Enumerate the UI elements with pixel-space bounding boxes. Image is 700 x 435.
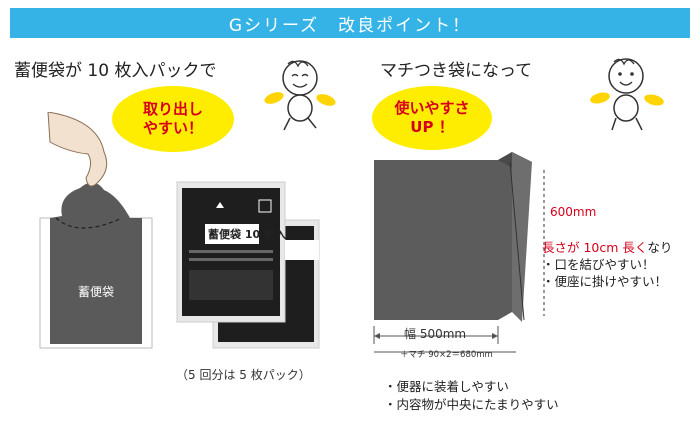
bag-label: 蓄便袋 <box>78 285 115 299</box>
bottom-point-1: ・便器に装着しやすい <box>384 379 509 394</box>
right-heading: マチつき袋になって <box>380 61 533 81</box>
right-badge-line2: UP ！ <box>410 118 454 136</box>
held-bag-illustration <box>39 112 153 349</box>
banner-title: Gシリーズ 改良ポイント！ <box>228 15 472 36</box>
right-badge: 使いやすさ UP ！ <box>372 86 492 150</box>
left-caption: （5 回分は 5 枚パック） <box>176 368 311 382</box>
length-note: 長さが 10cm 長くなり <box>542 239 672 256</box>
gusset-bag-diagram <box>373 152 545 353</box>
left-badge-line1: 取り出し <box>142 100 203 118</box>
length-note-suffix: なり <box>647 240 673 255</box>
baby-mascot-right <box>590 58 664 131</box>
left-heading: 蓄便袋が 10 枚入パックで <box>14 61 217 81</box>
pack-label: 蓄便袋 10 枚入 <box>208 228 286 241</box>
gusset-label: ＋マチ 90×2＝680mm <box>400 350 493 360</box>
length-note-highlight: 長さが 10cm 長く <box>542 240 648 255</box>
width-label: 幅 500mm <box>404 327 467 341</box>
title-banner: Gシリーズ 改良ポイント！ <box>10 8 690 38</box>
right-badge-line1: 使いやすさ <box>394 99 470 117</box>
product-pack-image <box>176 181 320 349</box>
point-seat: ・便座に掛けやすい！ <box>542 274 668 289</box>
left-badge: 取り出し やすい！ <box>112 86 234 152</box>
left-badge-line2: やすい！ <box>142 119 203 137</box>
bottom-point-2: ・内容物が中央にたまりやすい <box>384 397 559 412</box>
baby-mascot-left <box>264 60 336 131</box>
point-tie: ・口を結びやすい！ <box>542 257 655 272</box>
height-label: 600mm <box>550 205 597 219</box>
